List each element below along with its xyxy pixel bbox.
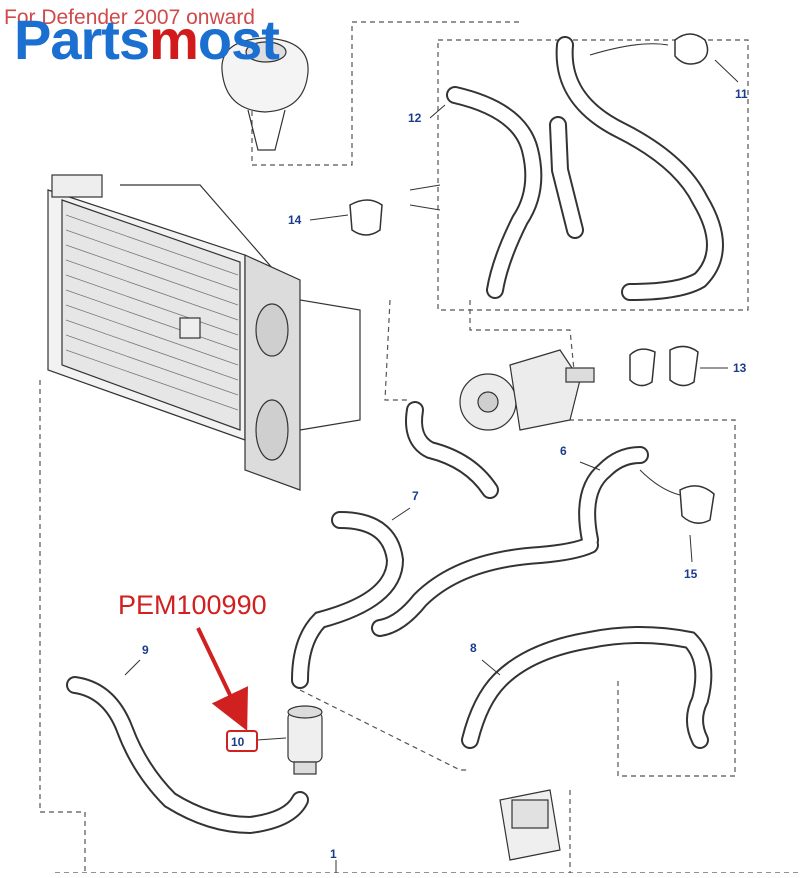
label-12: 12 [408,111,422,125]
label-10: 10 [231,735,245,749]
label-15: 15 [684,567,698,581]
label-8: 8 [470,641,477,655]
expansion-tank [221,37,309,151]
callout-arrow [196,627,248,731]
hoses [66,36,724,835]
water-pump [459,349,595,431]
part-number-callout: PEM100990 [118,590,267,620]
label-11: 11 [735,87,748,101]
label-7: 7 [412,489,419,503]
label-14: 14 [288,213,302,227]
heater-valve [499,789,561,861]
label-9: 9 [142,643,149,657]
brand-logo: Partsmost [14,8,280,71]
model-subtitle: For Defender 2007 onward [4,6,255,29]
part-10-connector [287,705,323,775]
hose-clips [349,33,715,524]
leader-lines [124,43,739,873]
label-13: 13 [733,361,747,375]
radiator-assembly [47,174,361,491]
label-6: 6 [560,444,567,458]
label-1: 1 [330,847,337,861]
part-10-highlight-box [226,730,258,752]
